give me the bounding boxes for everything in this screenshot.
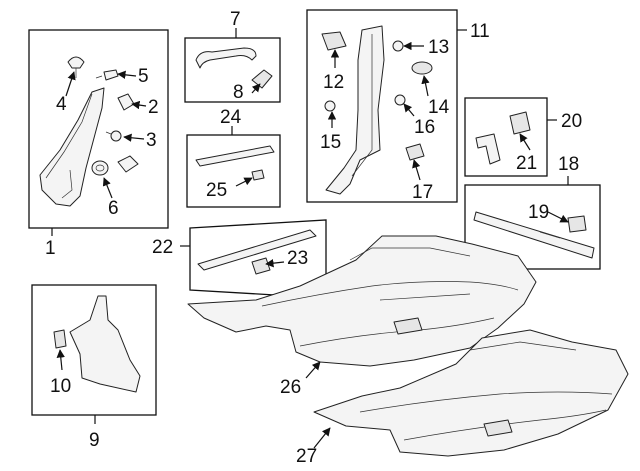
assist-handle <box>195 47 257 69</box>
callout-16: 16 <box>414 117 435 138</box>
callout-7: 7 <box>230 9 241 30</box>
callout-12: 12 <box>323 72 344 93</box>
part-6-grommet <box>91 160 109 176</box>
callout-13: 13 <box>428 37 449 58</box>
callout-labels: 1 2 3 4 5 6 7 8 9 10 11 12 13 14 15 16 1… <box>45 9 582 467</box>
callout-11: 11 <box>470 21 490 42</box>
group-box-18 <box>464 176 601 270</box>
callout-26: 26 <box>280 377 301 398</box>
callout-24: 24 <box>220 107 242 128</box>
floor-pan-27 <box>313 329 629 457</box>
part-12-bracket <box>321 31 347 51</box>
callout-3: 3 <box>146 130 157 151</box>
part-4-clip <box>67 56 85 69</box>
kick-panel-9 <box>69 295 141 393</box>
pillar-trim-panel <box>39 87 105 207</box>
callout-1: 1 <box>45 238 56 259</box>
callout-14: 14 <box>428 97 450 118</box>
front-sill-22 <box>197 229 317 271</box>
part-17-clip <box>405 143 425 161</box>
callout-25: 25 <box>206 180 227 201</box>
floor-pan-26 <box>187 235 537 367</box>
c-pillar-panel <box>325 25 385 195</box>
part-19-clip <box>567 215 587 233</box>
callout-23: 23 <box>287 248 308 269</box>
part-16-bolt <box>394 94 406 106</box>
part-14-cap <box>411 61 433 75</box>
callout-4: 4 <box>56 94 67 115</box>
callout-19: 19 <box>528 202 549 223</box>
callout-17: 17 <box>412 182 433 203</box>
callout-18: 18 <box>558 154 579 175</box>
part-10-clip <box>53 329 67 349</box>
part-15-bolt <box>324 100 336 112</box>
callout-15: 15 <box>320 132 341 153</box>
group-box-22 <box>180 219 327 299</box>
callout-9: 9 <box>89 430 100 451</box>
group-box-7 <box>184 28 281 103</box>
part-3-screw <box>110 130 122 142</box>
part-13-bolt <box>392 40 404 52</box>
callout-20: 20 <box>561 111 582 132</box>
group-box-20 <box>464 97 557 177</box>
callout-10: 10 <box>50 376 71 397</box>
callout-2: 2 <box>148 97 159 118</box>
leader-lines <box>56 41 569 449</box>
group-box-9 <box>31 284 157 424</box>
sill-plate-24 <box>195 145 275 167</box>
callout-6: 6 <box>108 198 119 219</box>
callout-5: 5 <box>138 66 149 87</box>
bracket-20 <box>475 133 501 165</box>
callout-8: 8 <box>233 82 244 103</box>
callout-21: 21 <box>516 153 537 174</box>
rocker-sill-18 <box>473 211 595 259</box>
callout-27: 27 <box>296 446 317 467</box>
part-25-clip <box>251 169 265 181</box>
group-box-24 <box>186 126 281 208</box>
part-21-bracket <box>509 111 531 135</box>
group-box-1 <box>28 29 169 236</box>
callout-22: 22 <box>152 237 173 258</box>
group-box-11 <box>306 9 467 203</box>
part-6-pad <box>117 155 139 173</box>
